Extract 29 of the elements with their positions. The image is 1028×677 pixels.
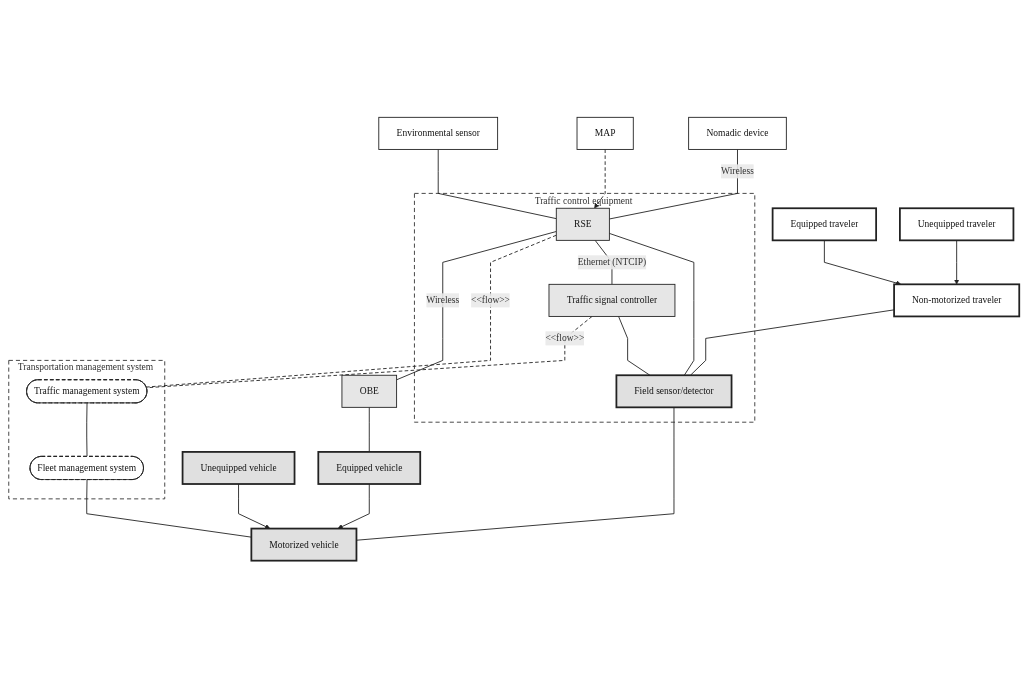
connector (145, 234, 557, 387)
node-box: OBE (341, 374, 398, 408)
node-box: Equipped traveler (771, 206, 877, 241)
node-box: RSE (555, 207, 610, 241)
edge-label: Wireless (426, 294, 460, 305)
connector (608, 232, 695, 376)
connector (608, 148, 738, 219)
node-box: Field sensor/detector (615, 373, 733, 408)
connector (86, 478, 252, 538)
node-box: MAP (576, 116, 634, 150)
node-box: Traffic signal controller (548, 283, 676, 317)
edge-label: Ethernet (NTCIP) (577, 256, 647, 267)
connector (86, 402, 88, 457)
connector (356, 406, 675, 541)
connector (396, 230, 557, 380)
node-box: Non-motorized traveler (893, 282, 1021, 317)
node-box: Unequipped traveler (899, 206, 1015, 241)
connector (437, 148, 557, 219)
node-box: Unequipped vehicle (181, 450, 296, 485)
connector (368, 406, 370, 452)
node-box: Equipped vehicle (317, 450, 422, 485)
node-box: Nomadic device (688, 116, 787, 150)
edge-label: Wireless (721, 165, 754, 176)
node-box: Environmental sensor (378, 116, 499, 150)
node-box: Motorized vehicle (250, 527, 358, 562)
connector (690, 308, 895, 376)
edge-label: <<flow>> (545, 332, 585, 343)
edge-label: <<flow>> (471, 294, 510, 305)
connector (146, 315, 593, 388)
